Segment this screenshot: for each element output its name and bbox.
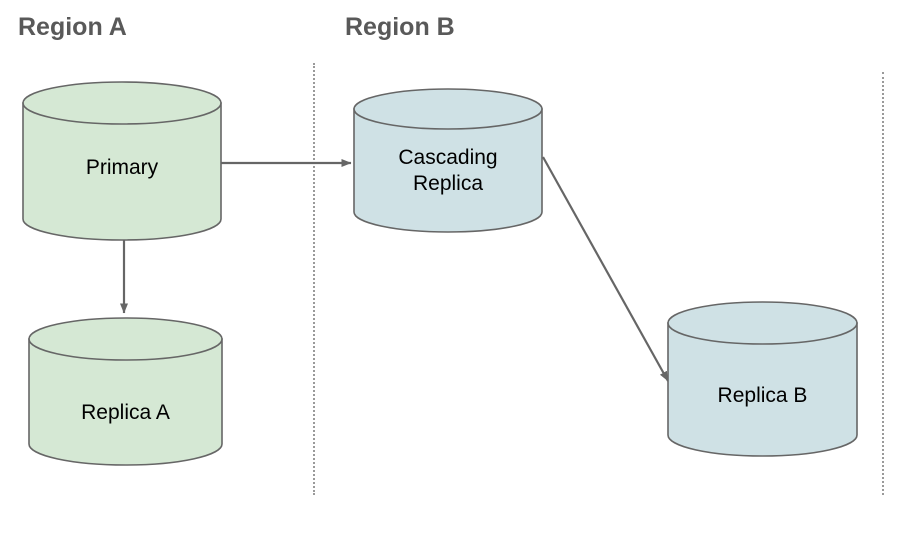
cylinder-top — [353, 88, 543, 130]
region-divider-1 — [313, 63, 315, 495]
cylinder-body — [28, 338, 223, 466]
cylinder-body — [22, 102, 222, 241]
cylinder-top — [667, 301, 858, 345]
node-primary[interactable]: Primary — [22, 81, 222, 241]
region-divider-2 — [882, 72, 884, 495]
node-cascading-replica[interactable]: Cascading Replica — [353, 88, 543, 233]
node-replica-b[interactable]: Replica B — [667, 301, 858, 457]
cylinder-body — [667, 322, 858, 457]
cylinder-top — [22, 81, 222, 125]
cylinder-body — [353, 108, 543, 233]
node-replica-a[interactable]: Replica A — [28, 317, 223, 466]
edge-cascading-replica-to-replica-b — [542, 156, 669, 382]
region-a-label: Region A — [18, 13, 127, 41]
cylinder-top — [28, 317, 223, 361]
region-b-label: Region B — [345, 13, 455, 41]
